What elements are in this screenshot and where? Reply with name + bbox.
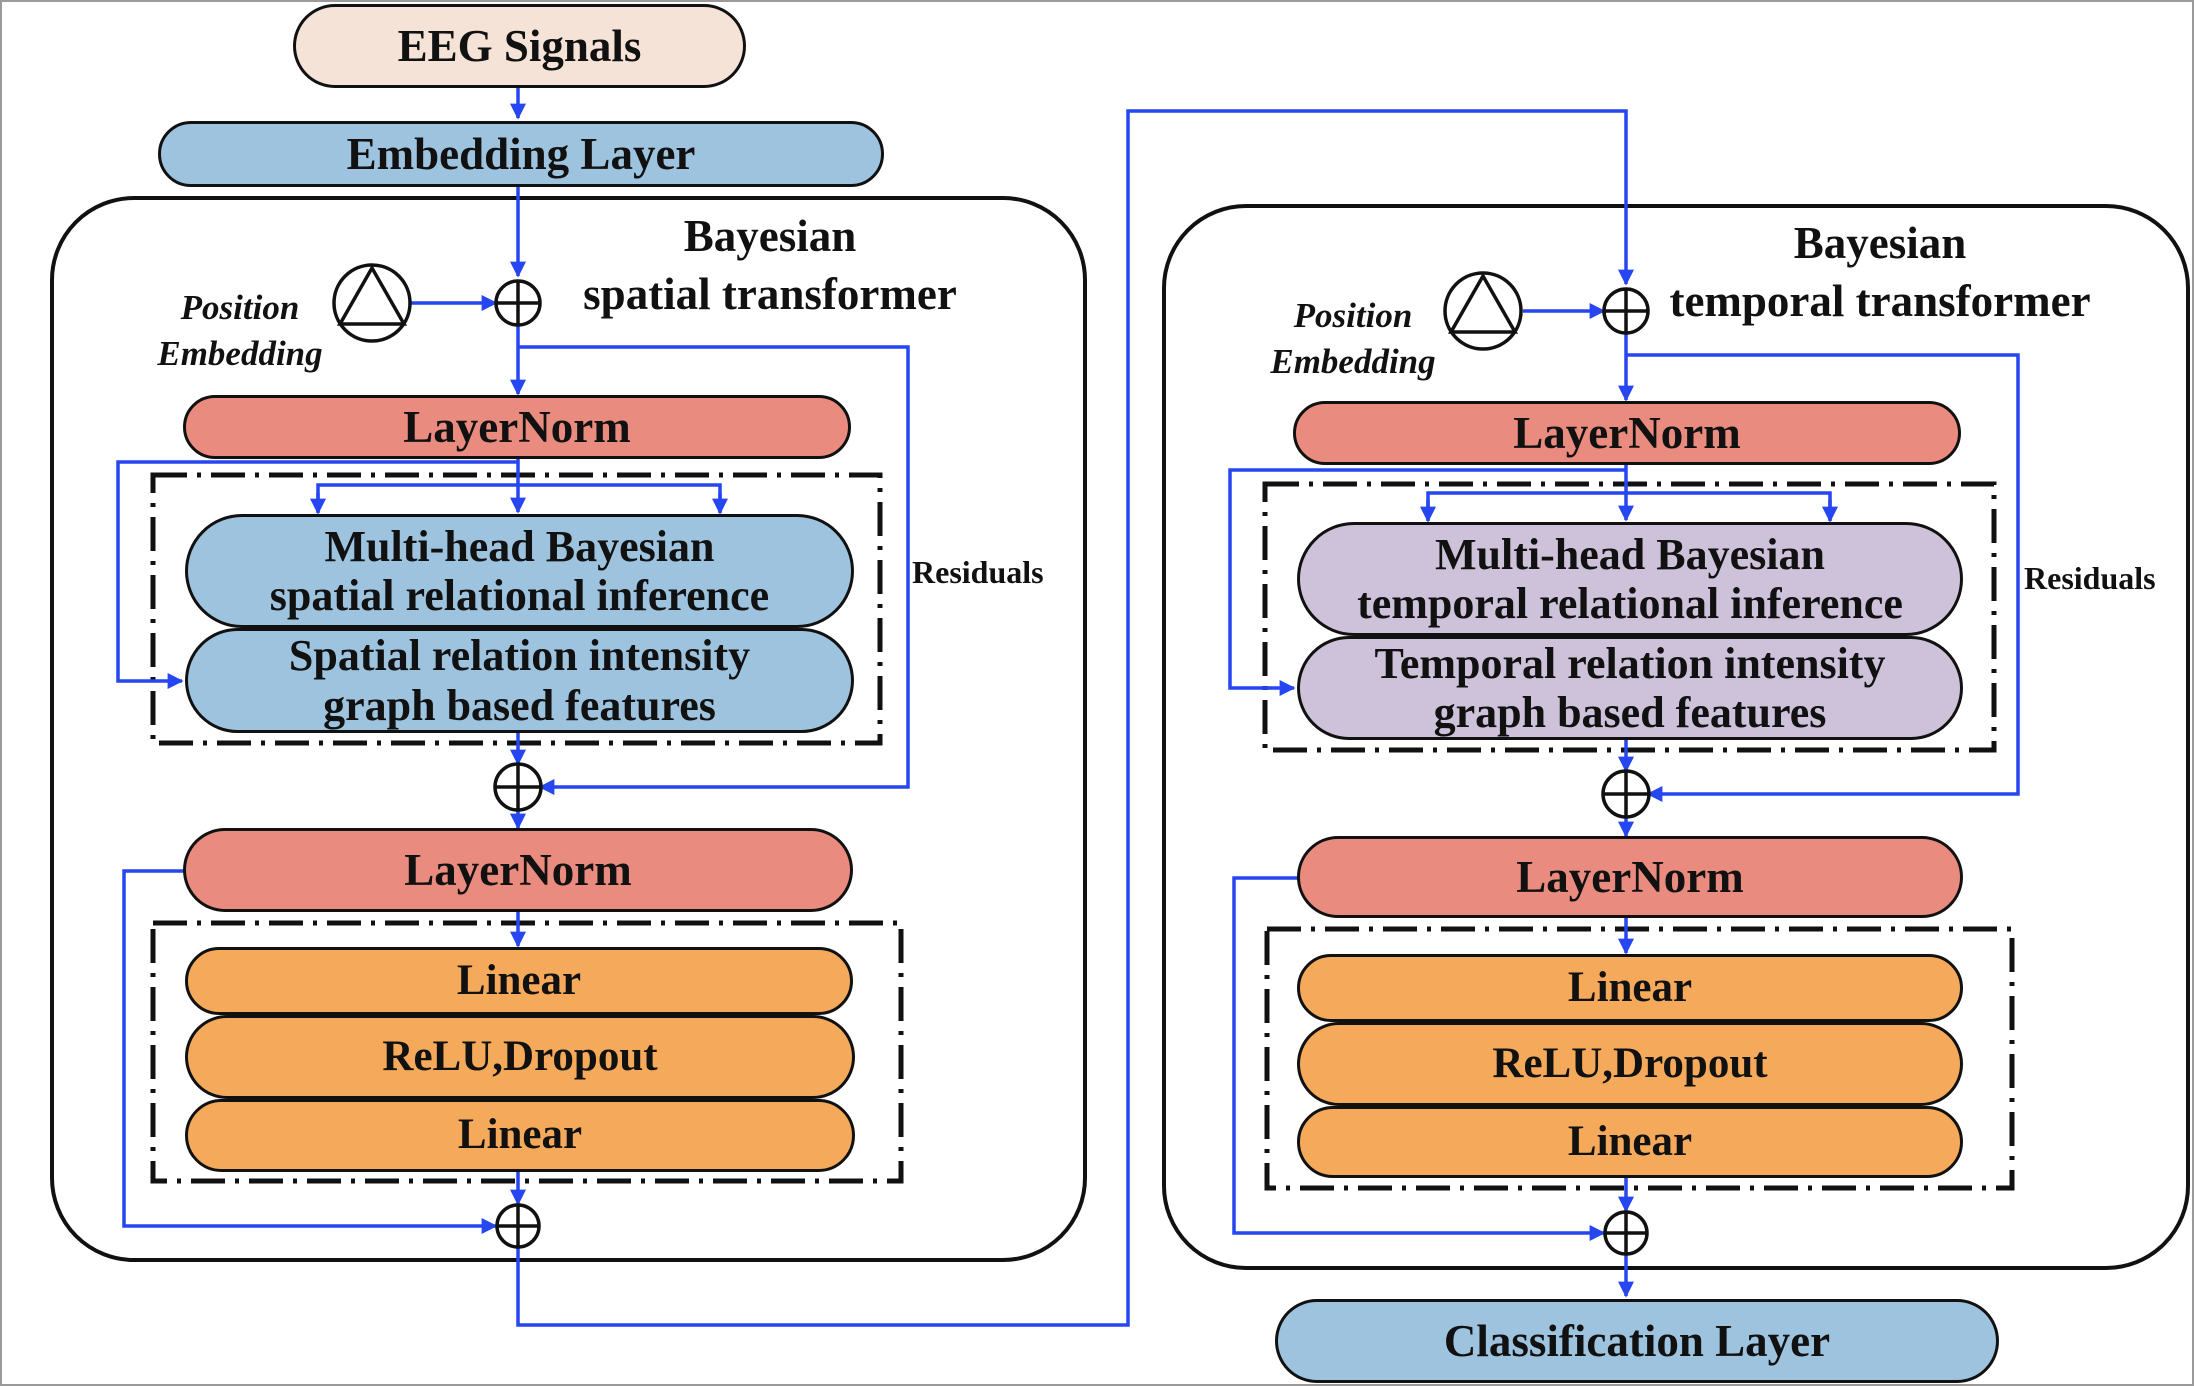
spatial-graph-skip — [116, 460, 518, 689]
temporal-graph-block: Temporal relation intensity graph based … — [1297, 636, 1963, 740]
temporal-residual-1 — [1626, 353, 2020, 802]
temporal-graph-skip — [1228, 468, 1626, 696]
plus-circle-icon — [1601, 769, 1651, 819]
temporal-layernorm-1: LayerNorm — [1293, 401, 1961, 465]
temporal-position-embedding-label: Position Embedding — [1270, 296, 1436, 381]
plus-circle-icon — [494, 279, 542, 327]
temporal-residuals-label: Residuals — [2024, 560, 2156, 596]
spatial-transformer-title: Bayesian spatial transformer — [583, 211, 957, 319]
spatial-relu-dropout: ReLU,Dropout — [185, 1015, 855, 1099]
temporal-attention-dashed-box — [1262, 481, 1997, 753]
temporal-residual-2 — [1232, 876, 1606, 1241]
spatial-linear-2: Linear — [185, 1099, 855, 1172]
spatial-attention-block: Multi-head Bayesian spatial relational i… — [185, 514, 854, 628]
triangle-circle-icon — [332, 263, 412, 343]
temporal-attention-block: Multi-head Bayesian temporal relational … — [1297, 522, 1963, 636]
temporal-linear-2: Linear — [1297, 1106, 1963, 1178]
spatial-layernorm-1: LayerNorm — [183, 395, 851, 459]
temporal-transformer-title: Bayesian temporal transformer — [1669, 218, 2091, 326]
spatial-linear-1: Linear — [185, 947, 853, 1015]
arrow-spatial-to-temporal — [516, 109, 1634, 1327]
classification-layer: Classification Layer — [1275, 1299, 1999, 1383]
plus-circle-icon — [493, 762, 543, 812]
triangle-circle-icon — [1443, 271, 1523, 351]
temporal-layernorm-2: LayerNorm — [1297, 836, 1963, 918]
spatial-residual-1 — [518, 345, 910, 795]
eeg-signals-input: EEG Signals — [293, 4, 746, 88]
temporal-linear-1: Linear — [1297, 954, 1963, 1022]
spatial-position-embedding-label: Position Embedding — [157, 288, 323, 373]
spatial-residuals-label: Residuals — [912, 554, 1044, 590]
spatial-residual-2 — [122, 869, 498, 1234]
spatial-graph-block: Spatial relation intensity graph based f… — [185, 628, 854, 733]
plus-circle-icon — [495, 1203, 541, 1249]
spatial-layernorm-2: LayerNorm — [183, 828, 853, 912]
spatial-ffn-dashed-box — [150, 920, 904, 1184]
temporal-ffn-dashed-box — [1264, 926, 2015, 1191]
plus-circle-icon — [1603, 1210, 1649, 1256]
embedding-layer: Embedding Layer — [158, 121, 884, 187]
plus-circle-icon — [1602, 287, 1650, 335]
temporal-relu-dropout: ReLU,Dropout — [1297, 1022, 1963, 1106]
